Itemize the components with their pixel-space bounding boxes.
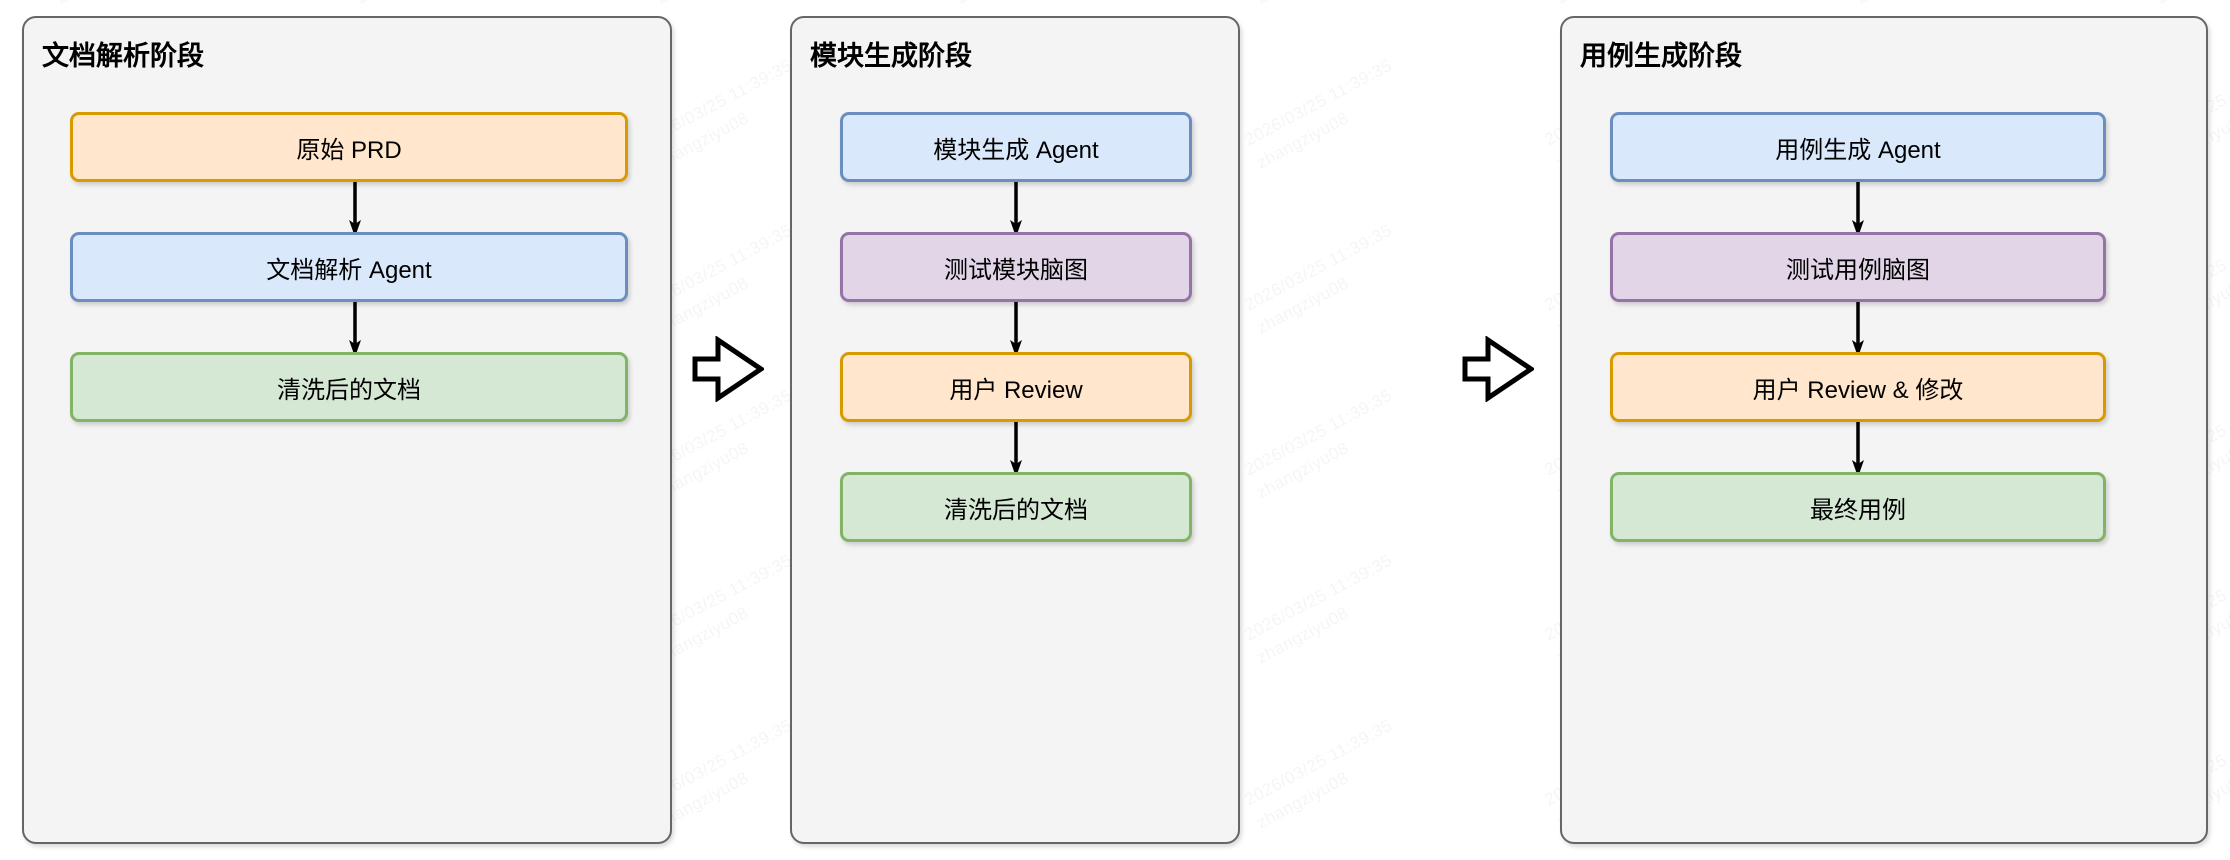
node-final-case[interactable]: 最终用例 bbox=[1610, 472, 2106, 542]
node-user-review-edit[interactable]: 用户 Review & 修改 bbox=[1610, 352, 2106, 422]
node-user-review[interactable]: 用户 Review bbox=[840, 352, 1192, 422]
node-label: 用例生成 Agent bbox=[1775, 136, 1941, 164]
edge-user-review-to-cleaned-doc-2 bbox=[1010, 422, 1022, 478]
node-label: 最终用例 bbox=[1810, 496, 1906, 524]
block-arrow-right-icon-1 bbox=[692, 336, 764, 402]
node-label: 用户 Review bbox=[949, 376, 1083, 404]
edge-test-module-map-to-user-review bbox=[1010, 302, 1022, 358]
stage-panel-doc-parse: 文档解析阶段 原始 PRD 文档解析 Agent 清洗后的文档 bbox=[22, 16, 672, 844]
edge-test-case-map-to-user-review-edit bbox=[1852, 302, 1864, 358]
stage-title-case-gen: 用例生成阶段 bbox=[1580, 41, 1742, 71]
edge-user-review-edit-to-final-case bbox=[1852, 422, 1864, 478]
stage-panel-case-gen: 用例生成阶段 用例生成 Agent 测试用例脑图 用户 Review & 修改 … bbox=[1560, 16, 2208, 844]
stage-title-module-gen: 模块生成阶段 bbox=[810, 41, 972, 71]
node-case-gen-agent[interactable]: 用例生成 Agent bbox=[1610, 112, 2106, 182]
node-label: 测试模块脑图 bbox=[944, 256, 1088, 284]
node-label: 用户 Review & 修改 bbox=[1752, 376, 1964, 404]
stage-panel-module-gen: 模块生成阶段 模块生成 Agent 测试模块脑图 用户 Review 清洗后的文… bbox=[790, 16, 1240, 844]
node-doc-parse-agent[interactable]: 文档解析 Agent bbox=[70, 232, 628, 302]
node-label: 原始 PRD bbox=[296, 136, 402, 164]
node-test-case-map[interactable]: 测试用例脑图 bbox=[1610, 232, 2106, 302]
node-cleaned-doc-2[interactable]: 清洗后的文档 bbox=[840, 472, 1192, 542]
edge-raw-prd-to-doc-parse-agent bbox=[349, 182, 361, 238]
node-test-module-map[interactable]: 测试模块脑图 bbox=[840, 232, 1192, 302]
node-label: 文档解析 Agent bbox=[266, 256, 432, 284]
edge-module-gen-agent-to-test-module-map bbox=[1010, 182, 1022, 238]
node-label: 清洗后的文档 bbox=[277, 376, 421, 404]
node-raw-prd[interactable]: 原始 PRD bbox=[70, 112, 628, 182]
node-cleaned-doc[interactable]: 清洗后的文档 bbox=[70, 352, 628, 422]
block-arrow-right-icon-2 bbox=[1462, 336, 1534, 402]
node-label: 清洗后的文档 bbox=[944, 496, 1088, 524]
node-label: 测试用例脑图 bbox=[1786, 256, 1930, 284]
edge-case-gen-agent-to-test-case-map bbox=[1852, 182, 1864, 238]
stage-title-doc-parse: 文档解析阶段 bbox=[42, 41, 204, 71]
node-module-gen-agent[interactable]: 模块生成 Agent bbox=[840, 112, 1192, 182]
edge-doc-parse-agent-to-cleaned-doc bbox=[349, 302, 361, 358]
node-label: 模块生成 Agent bbox=[933, 136, 1099, 164]
